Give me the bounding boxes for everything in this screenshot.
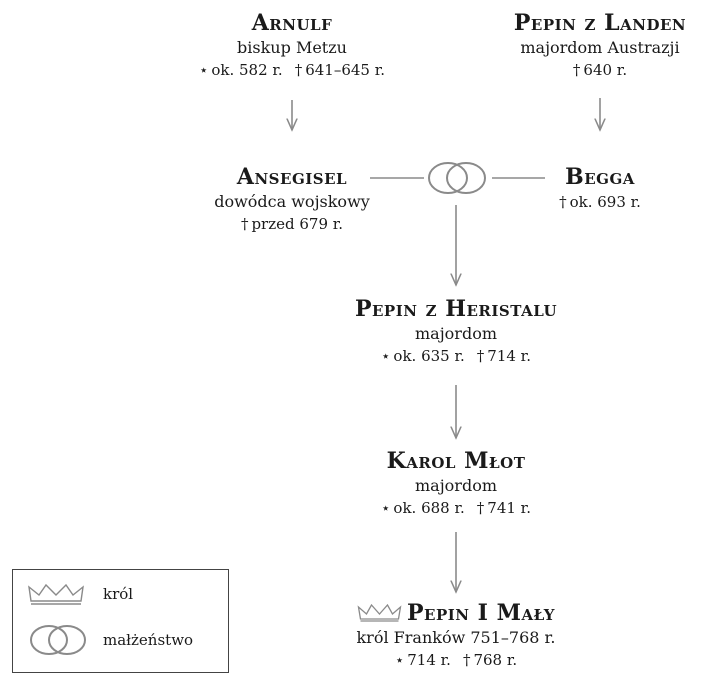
born-symbol: ⋆ xyxy=(198,61,209,79)
marriage-rings-icon xyxy=(30,625,86,655)
name-pepin-z-landen: Pepin z Landen xyxy=(513,10,687,36)
born-symbol: ⋆ xyxy=(394,651,405,669)
legend-row-king: król xyxy=(13,574,228,614)
died-ansegisel: przed 679 r. xyxy=(251,215,344,233)
born-arnulf: ok. 582 r. xyxy=(211,61,283,79)
died-begga: ok. 693 r. xyxy=(569,193,641,211)
title-arnulf: biskup Metzu xyxy=(237,38,347,57)
legend-row-marriage: małżeństwo xyxy=(13,620,228,660)
person-pepin-z-heristalu: Pepin z Heristalu majordom ⋆ok. 635 r. †7… xyxy=(355,296,557,367)
died-symbol: † xyxy=(476,347,485,365)
born-symbol: ⋆ xyxy=(381,347,391,365)
born-pepin-z-heristalu: ok. 635 r. xyxy=(393,347,465,365)
dates-begga: †ok. 693 r. xyxy=(559,191,641,213)
name-pepin-i-maly: Pepin I Mały xyxy=(407,600,555,626)
person-arnulf: Arnulf biskup Metzu ⋆ok. 582 r. †641–645 … xyxy=(199,10,385,81)
dates-ansegisel: †przed 679 r. xyxy=(214,213,370,235)
title-pepin-z-heristalu: majordom xyxy=(414,324,497,343)
legend-label-king: król xyxy=(103,585,134,603)
title-karol-mlot: majordom xyxy=(414,476,497,495)
died-symbol: † xyxy=(294,61,303,79)
died-pepin-i-maly: 768 r. xyxy=(473,651,518,669)
person-ansegisel: Ansegisel dowódca wojskowy †przed 679 r. xyxy=(214,164,370,235)
person-begga: Begga †ok. 693 r. xyxy=(559,164,641,213)
died-symbol: † xyxy=(559,193,567,211)
legend-label-marriage: małżeństwo xyxy=(103,631,194,649)
dates-karol-mlot: ⋆ok. 688 r. †741 r. xyxy=(381,497,531,519)
person-pepin-i-maly: Pepin I Mały król Franków 751–768 r. ⋆71… xyxy=(356,600,555,671)
died-symbol: † xyxy=(476,499,485,517)
title-pepin-i-maly: król Franków 751–768 r. xyxy=(356,628,556,647)
dates-pepin-z-heristalu: ⋆ok. 635 r. †714 r. xyxy=(355,345,557,367)
name-karol-mlot: Karol Młot xyxy=(386,448,526,474)
died-pepin-z-landen: 640 r. xyxy=(583,61,628,79)
died-karol-mlot: 741 r. xyxy=(487,499,531,517)
title-pepin-z-landen: majordom Austrazji xyxy=(520,38,680,57)
legend: król małżeństwo xyxy=(12,569,229,673)
born-karol-mlot: ok. 688 r. xyxy=(393,499,465,517)
person-pepin-z-landen: Pepin z Landen majordom Austrazji †640 r… xyxy=(514,10,686,81)
crown-icon xyxy=(28,583,84,605)
name-arnulf: Arnulf xyxy=(251,10,333,36)
died-pepin-z-heristalu: 714 r. xyxy=(487,347,531,365)
name-ansegisel: Ansegisel xyxy=(236,164,348,190)
name-pepin-z-heristalu: Pepin z Heristalu xyxy=(354,296,558,322)
name-row-pepin-i-maly: Pepin I Mały xyxy=(356,600,555,627)
died-symbol: † xyxy=(462,651,471,669)
dates-arnulf: ⋆ok. 582 r. †641–645 r. xyxy=(199,59,385,81)
died-symbol: † xyxy=(240,215,249,233)
title-ansegisel: dowódca wojskowy xyxy=(214,192,370,211)
born-pepin-i-maly: 714 r. xyxy=(407,651,451,669)
dates-pepin-i-maly: ⋆714 r. †768 r. xyxy=(356,649,555,671)
dates-pepin-z-landen: †640 r. xyxy=(514,59,686,81)
crown-icon xyxy=(357,604,401,622)
name-begga: Begga xyxy=(565,164,635,190)
marriage-rings-icon xyxy=(428,162,486,194)
died-arnulf: 641–645 r. xyxy=(305,61,386,79)
died-symbol: † xyxy=(572,61,581,79)
born-symbol: ⋆ xyxy=(381,499,391,517)
person-karol-mlot: Karol Młot majordom ⋆ok. 688 r. †741 r. xyxy=(381,448,531,519)
